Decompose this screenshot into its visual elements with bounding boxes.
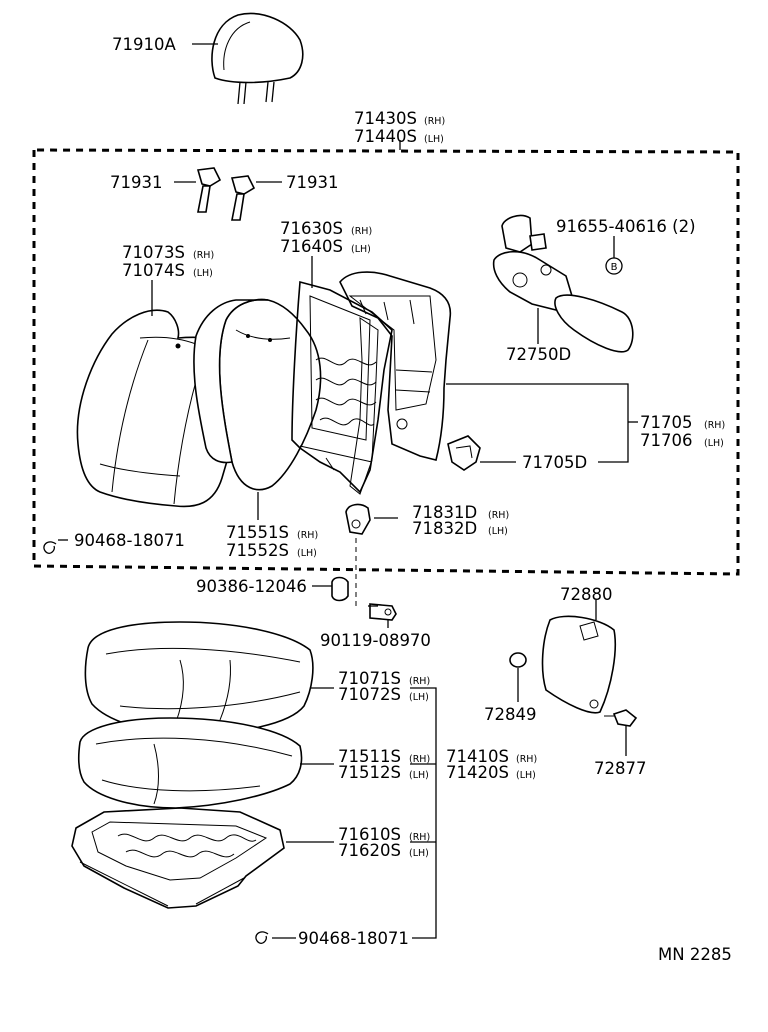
label-support-right: 71931	[286, 173, 339, 192]
label-armrest: 72880	[560, 585, 613, 604]
label-frame-sub: 71705D	[522, 453, 587, 472]
label-armrest-plug: 72877	[594, 759, 647, 778]
label-cushion-cover-rh: 71071S	[338, 669, 401, 688]
label-cushion-spring-lh: 71620S	[338, 841, 401, 860]
leader-lines	[58, 43, 638, 939]
label-hog-ring-top: 90468-18071	[74, 531, 185, 550]
label-bolt: 90119-08970	[320, 631, 431, 650]
label-nut: 90386-12046	[196, 577, 307, 596]
label-back-spring-rh: 71630S	[280, 219, 343, 238]
seatback-frame-drawing	[339, 271, 452, 495]
label-cushion-cover-lh: 71072S	[338, 685, 401, 704]
label-back-cover-lh: 71074S	[122, 261, 185, 280]
armrest-cap-drawing	[509, 652, 527, 668]
label-hinge-cover-lh: 71832D	[412, 519, 477, 538]
nut-bolt-drawing	[331, 538, 397, 621]
label-back-cover-rh-side: (RH)	[193, 250, 214, 261]
cushion-spring-drawing	[71, 807, 285, 909]
label-back-cover-rh: 71073S	[122, 243, 185, 262]
bolt-ref-mark: B	[605, 257, 623, 275]
label-hinge-cover-rh-side: (RH)	[488, 510, 509, 521]
bolt-ref-mark-text: B	[611, 262, 618, 273]
label-cushion-assy-lh-side: (LH)	[516, 770, 536, 781]
label-frame-lh: 71706	[640, 431, 693, 450]
label-back-spring-lh-side: (LH)	[351, 244, 371, 255]
label-cushion-assy-rh-side: (RH)	[516, 754, 537, 765]
label-back-spring-rh-side: (RH)	[351, 226, 372, 237]
label-cushion-pad-rh: 71511S	[338, 747, 401, 766]
label-headrest: 71910A	[112, 35, 176, 54]
label-back-pad-rh: 71551S	[226, 523, 289, 542]
label-adjuster: 72750D	[506, 345, 571, 364]
hinge-cover-drawing	[345, 503, 371, 535]
frame-sub-part-drawing	[447, 435, 481, 471]
label-armrest-cap: 72849	[484, 705, 537, 724]
label-cushion-spring-lh-side: (LH)	[409, 848, 429, 859]
label-seatback-assy-rh: 71430S	[354, 109, 417, 128]
label-cushion-assy-lh: 71420S	[446, 763, 509, 782]
label-back-pad-lh: 71552S	[226, 541, 289, 560]
label-frame-rh: 71705	[640, 413, 693, 432]
back-spring-drawing	[291, 280, 393, 494]
label-seatback-assy-rh-side: (RH)	[424, 116, 445, 127]
adjuster-drawing	[492, 214, 634, 353]
label-cushion-spring-rh-side: (RH)	[409, 832, 430, 843]
label-back-pad-lh-side: (LH)	[297, 548, 317, 559]
seatback-assembly-boundary	[32, 148, 740, 576]
label-hinge-cover-rh: 71831D	[412, 503, 477, 522]
label-seatback-assy-lh-side: (LH)	[424, 134, 444, 145]
label-hinge-cover-lh-side: (LH)	[488, 526, 508, 537]
label-cushion-assy-rh: 71410S	[446, 747, 509, 766]
label-cushion-cover-rh-side: (RH)	[409, 676, 430, 687]
label-back-cover-lh-side: (LH)	[193, 268, 213, 279]
label-cushion-pad-rh-side: (RH)	[409, 754, 430, 765]
label-frame-rh-side: (RH)	[704, 420, 725, 431]
diagram-code: MN 2285	[658, 945, 732, 964]
hog-ring-bottom-drawing	[255, 931, 269, 944]
label-cushion-pad-lh: 71512S	[338, 763, 401, 782]
label-cushion-cover-lh-side: (LH)	[409, 692, 429, 703]
label-back-pad-rh-side: (RH)	[297, 530, 318, 541]
label-cushion-spring-rh: 71610S	[338, 825, 401, 844]
armrest-plug-drawing	[604, 709, 638, 727]
headrest-support-drawing	[196, 167, 256, 221]
headrest-drawing	[211, 12, 304, 105]
label-support-left: 71931	[110, 173, 163, 192]
part-labels: 71910A 71430S (RH) 71440S (LH) 71931 719…	[74, 35, 732, 964]
label-frame-lh-side: (LH)	[704, 438, 724, 449]
label-back-spring-lh: 71640S	[280, 237, 343, 256]
label-hog-ring-bottom: 90468-18071	[298, 929, 409, 948]
cushion-pad-drawing	[78, 717, 303, 809]
cushion-cover-drawing	[84, 621, 314, 735]
label-cushion-pad-lh-side: (LH)	[409, 770, 429, 781]
label-bolt-ref: 91655-40616 (2)	[556, 217, 696, 236]
armrest-drawing	[541, 615, 617, 714]
label-seatback-assy-lh: 71440S	[354, 127, 417, 146]
hog-ring-top-drawing	[43, 541, 57, 554]
